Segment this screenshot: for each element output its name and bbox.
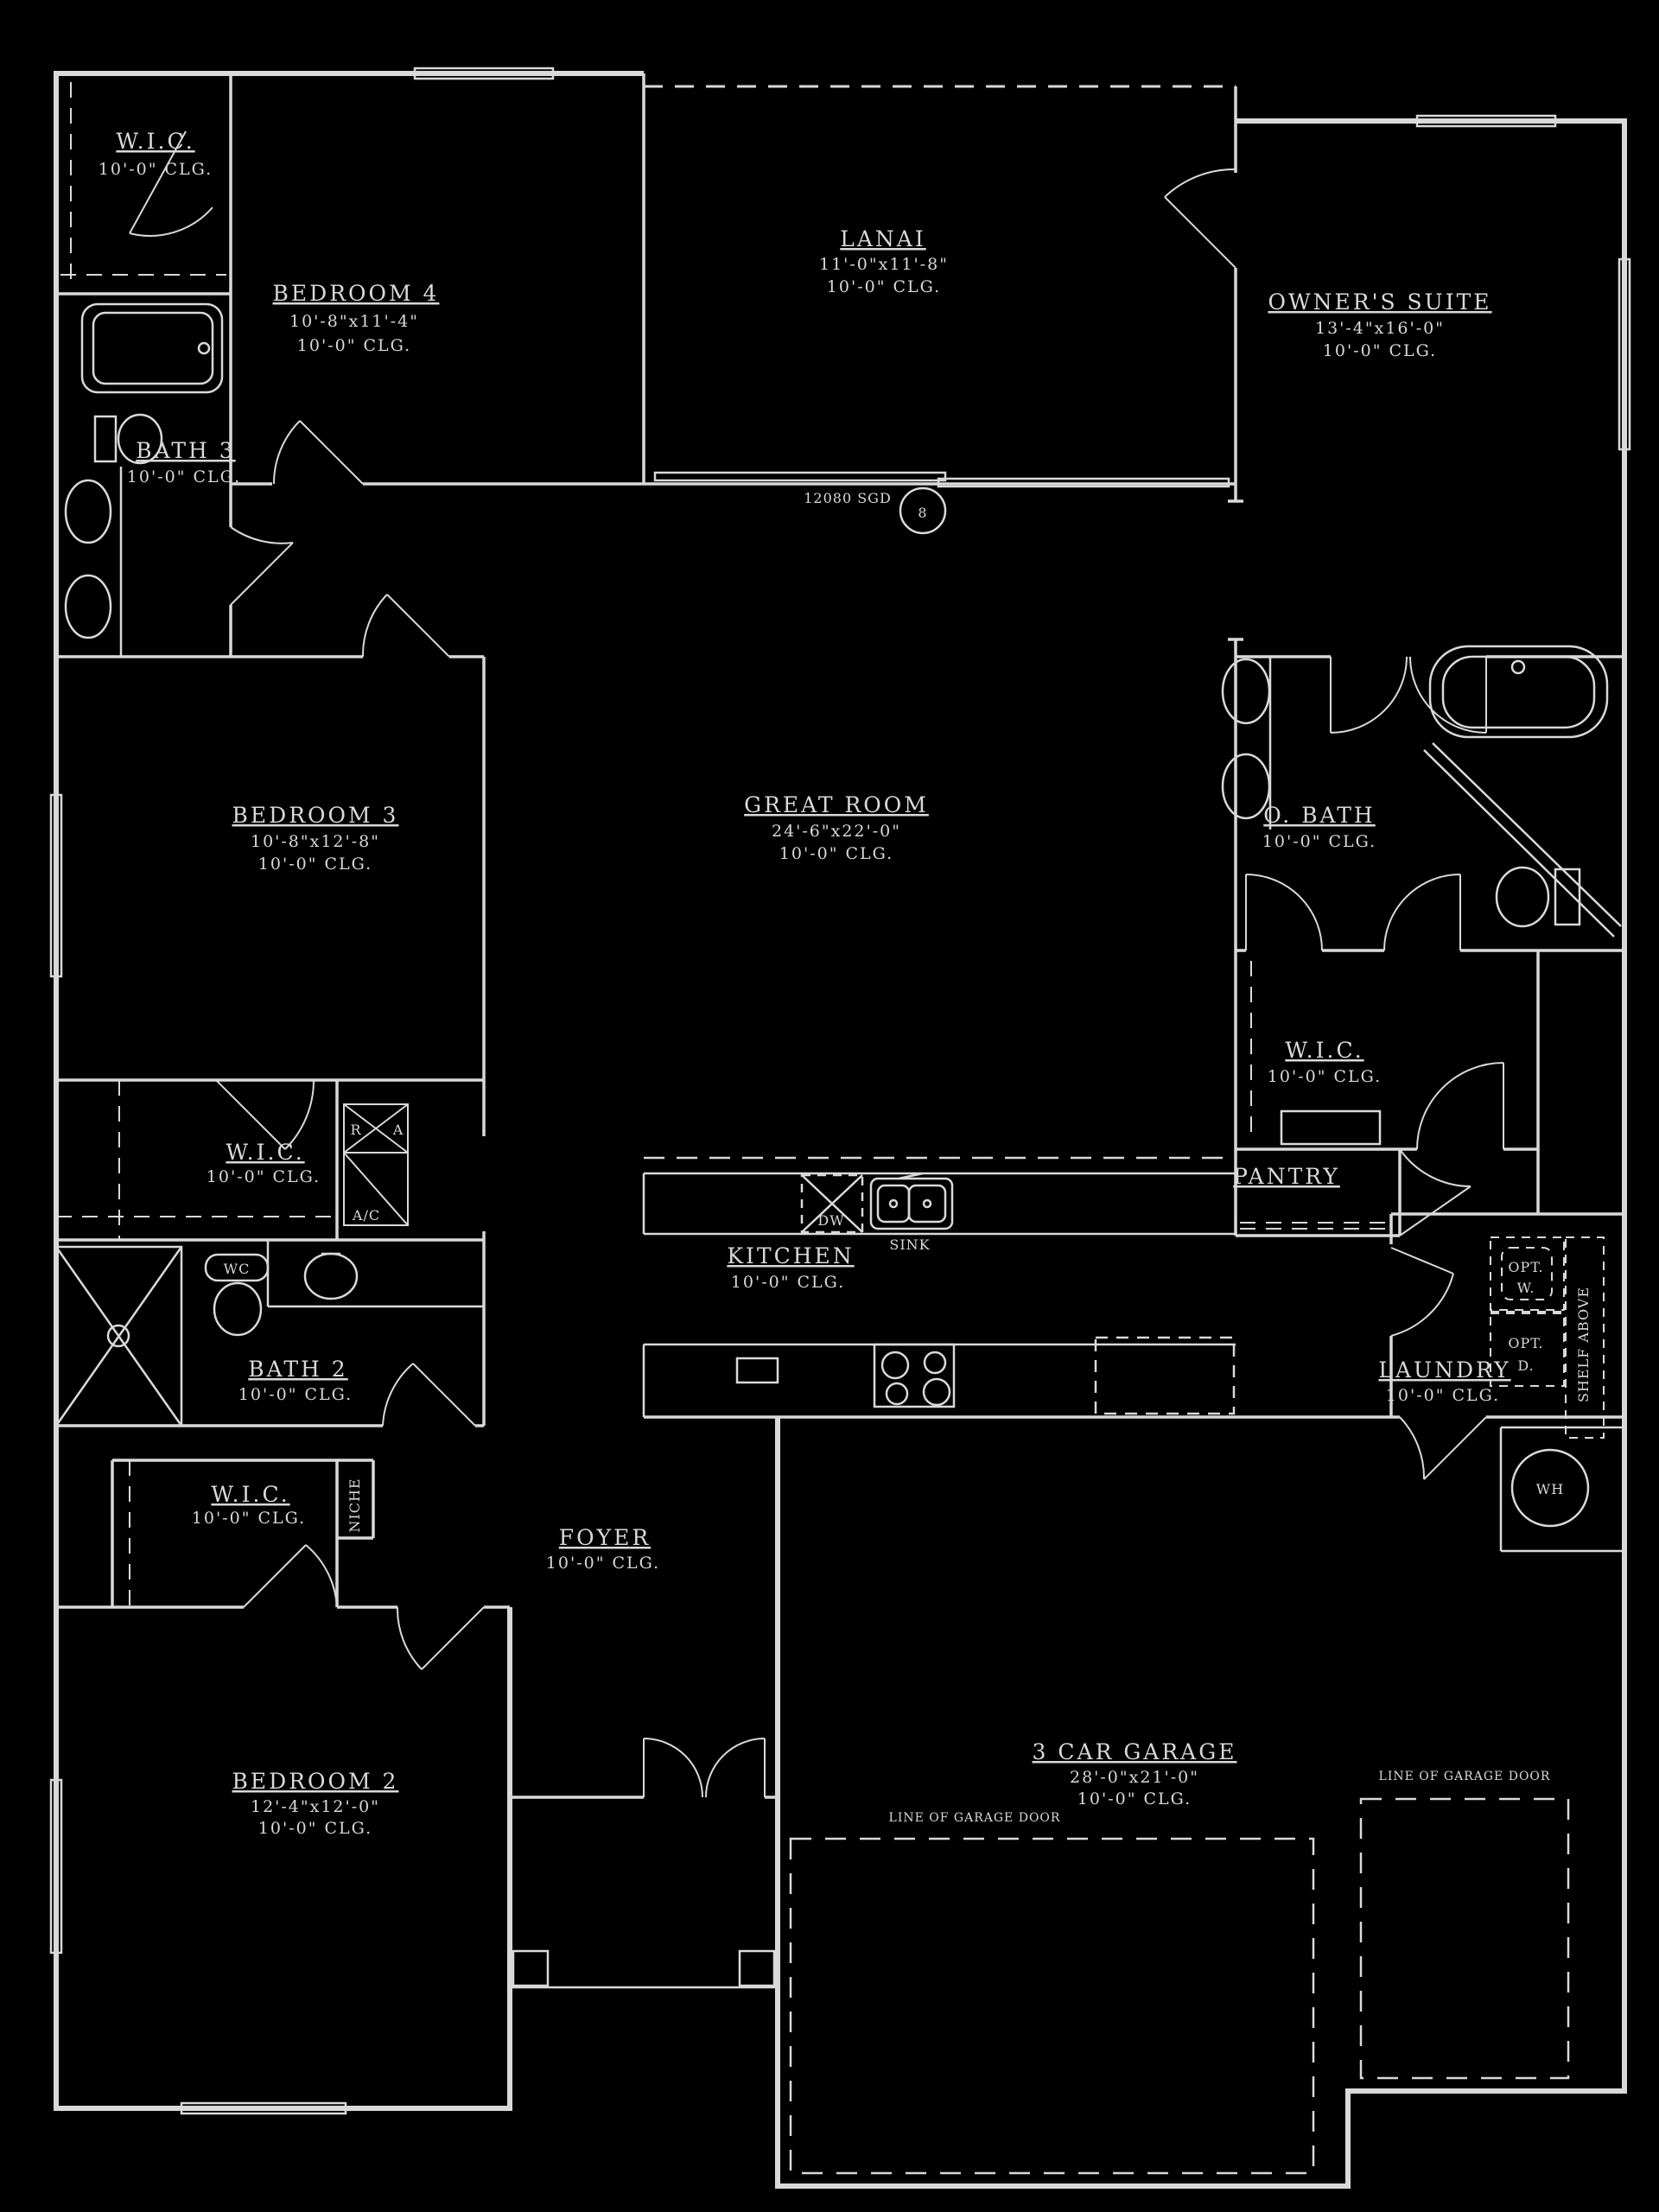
room-lanai-dims: 11'-0"x11'-8" bbox=[819, 255, 949, 274]
room-bedroom4-title: BEDROOM 4 bbox=[273, 281, 440, 306]
room-foyer-clg: 10'-0" CLG. bbox=[546, 1554, 660, 1573]
room-owners-suite-dims: 13'-4"x16'-0" bbox=[1315, 319, 1445, 338]
room-laundry-clg: 10'-0" CLG. bbox=[1386, 1386, 1500, 1405]
bath3-fixtures bbox=[64, 302, 224, 657]
return-air-r-label: R bbox=[350, 1122, 361, 1138]
kitchen-fixtures bbox=[642, 1156, 1236, 1417]
room-pantry-title: PANTRY bbox=[1233, 1164, 1340, 1189]
room-wic-top-clg: 10'-0" CLG. bbox=[99, 160, 213, 179]
room-bath2-title: BATH 2 bbox=[248, 1357, 347, 1382]
room-bedroom2-dims: 12'-4"x12'-0" bbox=[251, 1797, 380, 1816]
room-wic-bed3-clg: 10'-0" CLG. bbox=[207, 1167, 321, 1186]
room-kitchen-clg: 10'-0" CLG. bbox=[731, 1273, 845, 1292]
opt-dryer-label-1: OPT. bbox=[1508, 1335, 1543, 1351]
sgd-label: 12080 SGD bbox=[804, 490, 892, 506]
room-bedroom2-clg: 10'-0" CLG. bbox=[258, 1819, 372, 1838]
room-bedroom3-dims: 10'-8"x12'-8" bbox=[251, 832, 380, 851]
room-garage-dims: 28'-0"x21'-0" bbox=[1070, 1768, 1199, 1787]
exterior-walls bbox=[54, 71, 1627, 2189]
room-great-room-dims: 24'-6"x22'-0" bbox=[772, 822, 901, 841]
niche-label: NICHE bbox=[346, 1478, 363, 1532]
room-great-room-title: GREAT ROOM bbox=[744, 792, 929, 817]
ac-closet bbox=[343, 1103, 409, 1226]
room-laundry-title: LAUNDRY bbox=[1378, 1357, 1510, 1382]
dw-label: DW bbox=[817, 1212, 844, 1229]
opt-washer-label-1: OPT. bbox=[1508, 1259, 1543, 1275]
door-tag-label: 8 bbox=[918, 505, 927, 521]
sink-label: SINK bbox=[889, 1236, 930, 1253]
closet-shelf-lines bbox=[56, 82, 1395, 1607]
garage-door-outlines bbox=[789, 1797, 1570, 2175]
room-wic-owner-title: W.I.C. bbox=[1285, 1038, 1363, 1063]
room-bedroom4-dims: 10'-8"x11'-4" bbox=[289, 312, 419, 331]
laundry-fixtures bbox=[1490, 1236, 1605, 1439]
room-bedroom3-clg: 10'-0" CLG. bbox=[258, 855, 372, 874]
garage-door-line-label-right: LINE OF GARAGE DOOR bbox=[1379, 1770, 1551, 1783]
water-heater-label: WH bbox=[1536, 1481, 1564, 1497]
room-wic-top-title: W.I.C. bbox=[116, 129, 194, 154]
room-o-bath-title: O. BATH bbox=[1263, 803, 1375, 828]
garage-door-line-label-left: LINE OF GARAGE DOOR bbox=[889, 1811, 1061, 1825]
room-bath2-clg: 10'-0" CLG. bbox=[238, 1385, 353, 1404]
room-o-bath-clg: 10'-0" CLG. bbox=[1262, 832, 1376, 851]
room-bedroom2-title: BEDROOM 2 bbox=[232, 1769, 399, 1794]
return-air-a-label: A bbox=[392, 1122, 404, 1138]
door-tag-circle bbox=[899, 486, 947, 535]
bath2-fixtures bbox=[54, 1240, 484, 1427]
room-bedroom3-title: BEDROOM 3 bbox=[232, 803, 399, 828]
room-bath3-title: BATH 3 bbox=[136, 438, 235, 463]
room-lanai-title: LANAI bbox=[840, 226, 925, 251]
owner-bath-fixtures bbox=[1221, 645, 1622, 938]
room-owners-suite-title: OWNER'S SUITE bbox=[1268, 289, 1491, 315]
wc-label: WC bbox=[224, 1261, 251, 1277]
room-wic-bed2-title: W.I.C. bbox=[211, 1482, 289, 1507]
windows bbox=[49, 67, 1631, 2115]
sliding-glass-door bbox=[653, 471, 1230, 488]
opt-washer-label-2: W. bbox=[1517, 1280, 1535, 1296]
room-wic-bed2-clg: 10'-0" CLG. bbox=[192, 1509, 306, 1528]
opt-dryer-label-2: D. bbox=[1517, 1357, 1534, 1374]
ac-label: A/C bbox=[352, 1207, 380, 1224]
room-bedroom4-clg: 10'-0" CLG. bbox=[297, 336, 411, 355]
room-wic-owner-clg: 10'-0" CLG. bbox=[1268, 1067, 1382, 1086]
shelf-above-label: SHELF ABOVE bbox=[1575, 1287, 1592, 1402]
room-kitchen-title: KITCHEN bbox=[727, 1243, 854, 1268]
room-owners-suite-clg: 10'-0" CLG. bbox=[1323, 341, 1437, 360]
interior-walls bbox=[56, 73, 1624, 1799]
room-lanai-clg: 10'-0" CLG. bbox=[827, 277, 941, 296]
room-bath3-clg: 10'-0" CLG. bbox=[127, 467, 241, 486]
room-wic-bed3-title: W.I.C. bbox=[226, 1140, 304, 1165]
room-garage-title: 3 CAR GARAGE bbox=[1033, 1739, 1237, 1764]
room-foyer-title: FOYER bbox=[559, 1525, 651, 1550]
wic-dresser bbox=[1280, 1109, 1382, 1146]
water-heater-closet bbox=[1499, 1426, 1624, 1553]
room-great-room-clg: 10'-0" CLG. bbox=[779, 844, 893, 863]
entry-porch bbox=[508, 1797, 779, 1989]
room-garage-clg: 10'-0" CLG. bbox=[1077, 1789, 1192, 1808]
